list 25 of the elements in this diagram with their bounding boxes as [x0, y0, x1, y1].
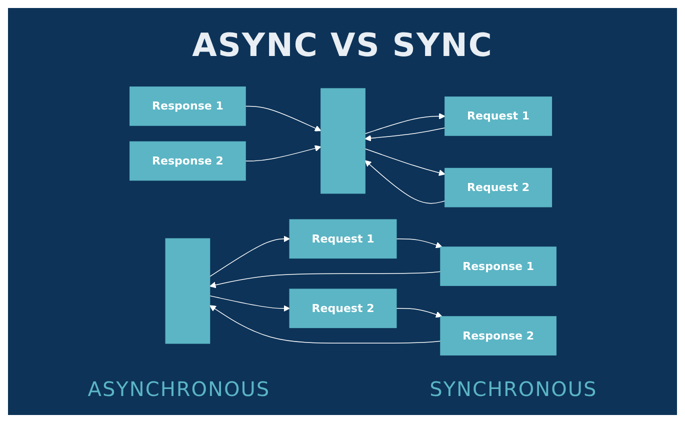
arrow [364, 126, 445, 141]
section-label: SYNCHRONOUS [430, 377, 598, 401]
arrow [364, 160, 445, 204]
arrow [244, 144, 321, 161]
node-bar [164, 238, 210, 344]
node-box: Request 2 [444, 167, 552, 207]
arrow [396, 238, 442, 248]
section-label: ASYNCHRONOUS [88, 377, 270, 401]
node-box: Response 1 [129, 86, 246, 126]
node-box: Response 1 [440, 246, 556, 286]
node-box: Request 1 [444, 96, 552, 136]
arrow [244, 105, 321, 131]
arrow [208, 270, 440, 288]
node-box: Request 1 [288, 218, 396, 258]
node-box: Request 2 [288, 288, 396, 328]
arrow [364, 112, 445, 134]
arrow [364, 148, 445, 176]
node-box: Response 2 [129, 140, 246, 180]
node-bar [320, 88, 365, 194]
arrow [396, 308, 442, 318]
arrow [208, 235, 290, 276]
arrow [208, 294, 290, 312]
diagram-title: ASYNC VS SYNC [192, 26, 493, 64]
node-box: Response 2 [440, 316, 556, 355]
arrow [208, 304, 440, 344]
